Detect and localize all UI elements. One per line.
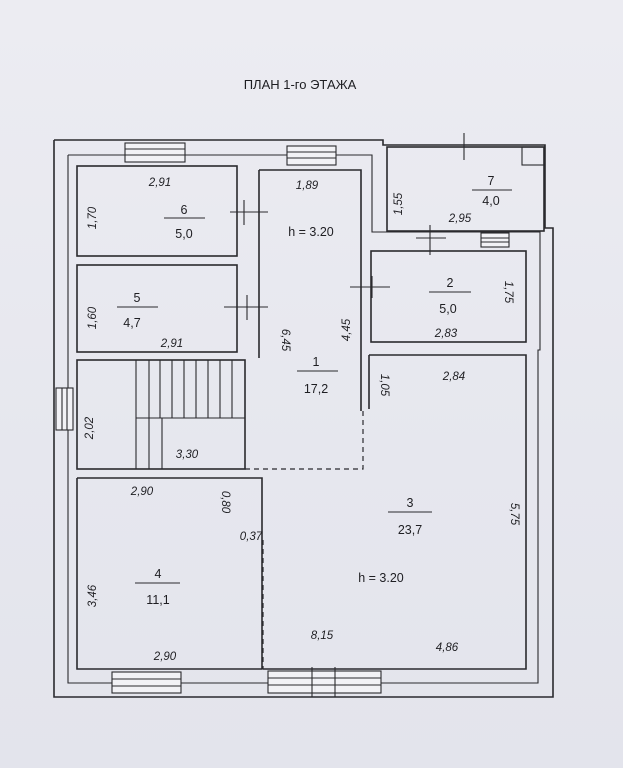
svg-text:23,7: 23,7: [398, 523, 422, 537]
room-label-5: 5 4,7: [117, 291, 158, 330]
svg-text:5,0: 5,0: [439, 302, 456, 316]
svg-text:1: 1: [313, 355, 320, 369]
svg-text:4: 4: [155, 567, 162, 581]
dim-r4-offset: 0,37: [240, 531, 263, 543]
dim-hall-width: 1,89: [296, 180, 319, 192]
svg-text:3: 3: [407, 496, 414, 510]
svg-text:7: 7: [488, 174, 495, 188]
svg-text:4,0: 4,0: [482, 194, 499, 208]
room-label-3: 3 23,7: [388, 496, 432, 537]
dim-r3-top: 2,84: [442, 371, 465, 383]
dim-r7-width: 2,95: [448, 213, 472, 225]
dim-stair-width: 3,30: [176, 449, 199, 461]
svg-text:11,1: 11,1: [146, 593, 169, 607]
dim-niche: 1,05: [378, 374, 390, 397]
svg-text:5: 5: [134, 291, 141, 305]
dim-stair-height: 2,02: [84, 416, 96, 440]
svg-text:5,0: 5,0: [175, 227, 192, 241]
hall-outline: [259, 169, 362, 411]
windows: [55, 142, 510, 697]
dim-r5-width: 2,91: [160, 338, 183, 350]
dim-r3-length: 8,15: [311, 630, 334, 642]
room-4-outline: [76, 477, 263, 670]
dim-r7-height: 1,55: [393, 192, 405, 215]
dashed-zone-hall: [245, 411, 364, 470]
dim-r2-height: 1,75: [502, 281, 514, 304]
hall-height-label: h = 3.20: [288, 225, 334, 239]
dim-r6-height: 1,70: [87, 206, 99, 229]
dim-r2-width: 2,83: [434, 328, 458, 340]
svg-text:4,7: 4,7: [123, 316, 140, 330]
room-3-outline: [263, 354, 527, 670]
living-height-label: h = 3.20: [358, 571, 404, 585]
door-marks: [224, 133, 545, 320]
room-label-1: 1 17,2: [297, 355, 338, 396]
dim-r3-bottom: 4,86: [436, 642, 459, 654]
dim-r6-width: 2,91: [148, 177, 171, 189]
dimension-labels: 2,91 1,70 1,60 2,91 1,89 6,45 4,45 1,55 …: [84, 177, 520, 663]
dim-r4-step: 0,80: [219, 491, 231, 514]
dim-r4-bottom: 2,90: [153, 651, 177, 663]
outer-walls: [53, 139, 554, 698]
dim-r5-height: 1,60: [87, 306, 99, 329]
room-label-2: 2 5,0: [429, 276, 471, 316]
plan-title: ПЛАН 1-го ЭТАЖА: [244, 77, 357, 92]
room-6-outline: [76, 165, 238, 257]
dim-r3-height: 5,75: [508, 503, 520, 526]
room-7-outline: [386, 146, 545, 232]
room-5-outline: [76, 264, 238, 353]
dim-hall-inner: 4,45: [341, 318, 353, 341]
room-2-outline: [370, 250, 527, 343]
dim-hall-length: 6,45: [279, 329, 291, 352]
svg-text:2: 2: [447, 276, 454, 290]
room-label-7: 7 4,0: [472, 174, 512, 208]
dim-r4-top: 2,90: [130, 486, 154, 498]
room-label-4: 4 11,1: [135, 567, 180, 607]
svg-text:17,2: 17,2: [304, 382, 328, 396]
staircase: [76, 359, 246, 470]
dim-r4-height: 3,46: [87, 584, 99, 607]
room-label-6: 6 5,0: [164, 203, 205, 241]
svg-text:6: 6: [181, 203, 188, 217]
